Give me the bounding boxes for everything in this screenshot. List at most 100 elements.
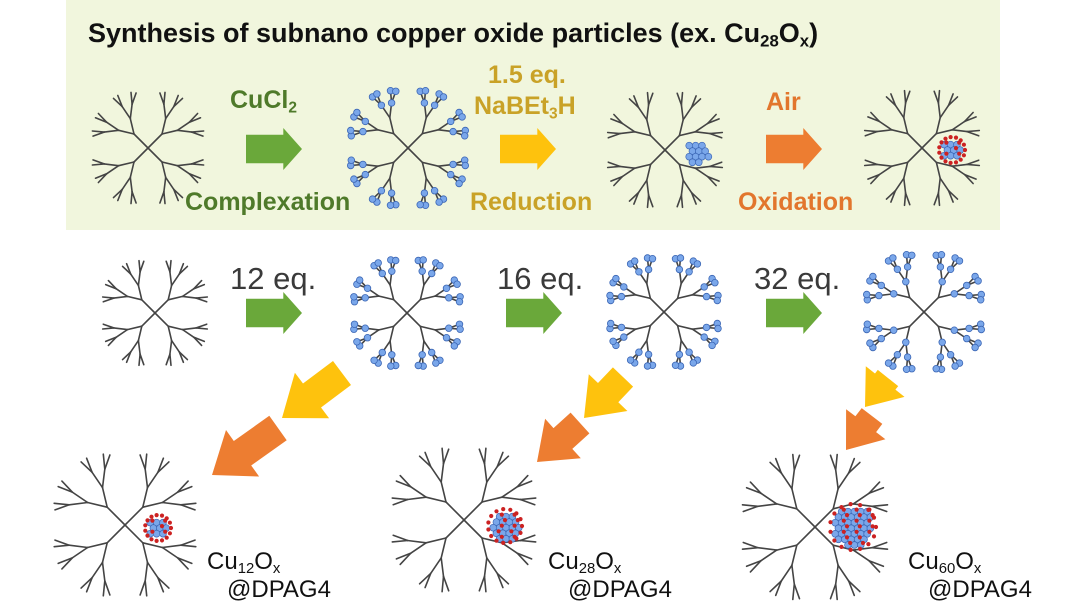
oxygen-atom [844,535,850,540]
copper-ion-node [606,291,614,300]
copper-ion-node [607,319,615,328]
copper-atom [695,158,703,167]
copper-ion-node [946,351,955,359]
copper-ion-node [387,362,395,370]
copper-ion-node [456,325,464,333]
oxygen-atom [494,509,499,514]
dendrimer-branches [606,91,724,209]
copper-ion-node [977,325,985,334]
oxygen-atom [828,529,833,534]
copper-ion-node [963,281,971,290]
copper-ion-node [350,175,358,183]
copper-ion-node [377,101,386,109]
copper-ion-node [350,320,359,328]
oxygen-atom [489,533,494,539]
copper-ion-node [890,290,898,298]
eq-label-1: 12 eq. [230,263,316,294]
copper-ion-node [617,292,626,301]
dendrimer-product-12 [53,453,197,597]
copper-ion-nodes [606,254,722,370]
dendrimer-branches [53,453,197,597]
oxygen-atom [164,535,169,540]
arrow-oxidation-12eq [212,415,287,477]
reduction-label: Reduction [470,190,592,215]
copper-ion-node [714,324,722,333]
copper-ion-node [903,263,912,271]
copper-ion-node [893,351,902,359]
oxygen-atom [159,513,165,518]
copper-ion-node [421,86,430,95]
arrow-12eq [246,292,302,334]
eq-label-3: 32 eq. [754,263,840,294]
oxygen-atom [867,518,872,523]
copper-ion-node [347,156,355,164]
copper-ion-nodes [863,250,985,373]
oxygen-atom [167,520,172,525]
copper-ion-node [458,113,466,121]
copper-ion-node [442,284,451,292]
oxygen-atom [937,145,942,150]
copper-ion-node [863,320,871,328]
oxygen-atom [168,525,174,531]
oxygen-atom [848,540,853,546]
dendrimer-branches [741,453,889,601]
copper-ion-node [877,281,885,290]
oxygen-atom [508,507,513,512]
copper-ion-node [387,189,396,197]
copper-ion-node [363,334,372,342]
oxygen-atom [832,538,837,543]
copper-ion-node [936,353,945,361]
oxygen-atom [958,138,963,143]
copper-ion-node [432,359,440,367]
product-label-2: Cu28Ox @DPAG4 [548,548,672,605]
copper-ion-node [388,351,396,359]
copper-ion-node [445,294,453,302]
copper-ion-node [689,359,697,367]
copper-ion-node [359,127,367,136]
oxygen-atom [519,523,525,529]
product-support-1: @DPAG4 [227,576,331,604]
copper-ion-nodes [350,256,464,370]
oxygen-atom [828,520,833,525]
copper-ion-node [612,274,620,283]
copper-cluster-reduced [685,141,713,167]
copper-ion-node [455,179,463,188]
copper-ion-node [974,277,982,285]
dendrimer-product-60 [741,453,889,601]
air-label: Air [766,90,801,115]
copper-ion-node [386,201,395,209]
copper-ion-node [902,278,910,286]
dendrimer-empty-top [91,91,205,205]
oxygen-atom [962,147,968,153]
copper-ion-node [938,278,946,286]
dendrimer-branches [349,89,467,207]
copper-ion-node [370,356,378,364]
dendrimer-empty-middle [101,259,209,367]
oxygen-atom [501,507,506,512]
copper-ion-node [453,280,461,288]
oxygen-atom [154,513,159,518]
oxygen-atom [145,518,150,523]
dendrimer-reduced-top [606,91,724,209]
oxygen-atom [143,528,148,533]
equivalent-text: 1.5 eq. [488,61,566,89]
copper-ion-node [392,87,400,95]
complexation-text: Complexation [185,188,351,216]
oxygen-atom [514,536,519,541]
copper-oxide-cluster-12 [143,513,174,544]
product-formula-2: Cu28Ox [548,548,622,578]
copper-ion-node [700,333,708,341]
copper-ion-node [713,296,721,305]
copper-ion-node [932,365,940,373]
copper-ion-node [617,323,626,332]
oxygen-atom [867,529,872,534]
copper-ion-node [420,189,429,197]
oxygen-atom [939,155,944,160]
oxygen-atom [496,529,501,534]
copper-ion-node [702,323,711,332]
arrow-complexation [246,128,302,170]
oxygen-atom [866,542,871,547]
copper-ion-nodes [347,86,469,209]
air-text: Air [766,88,801,116]
oxygen-atom [494,538,499,543]
